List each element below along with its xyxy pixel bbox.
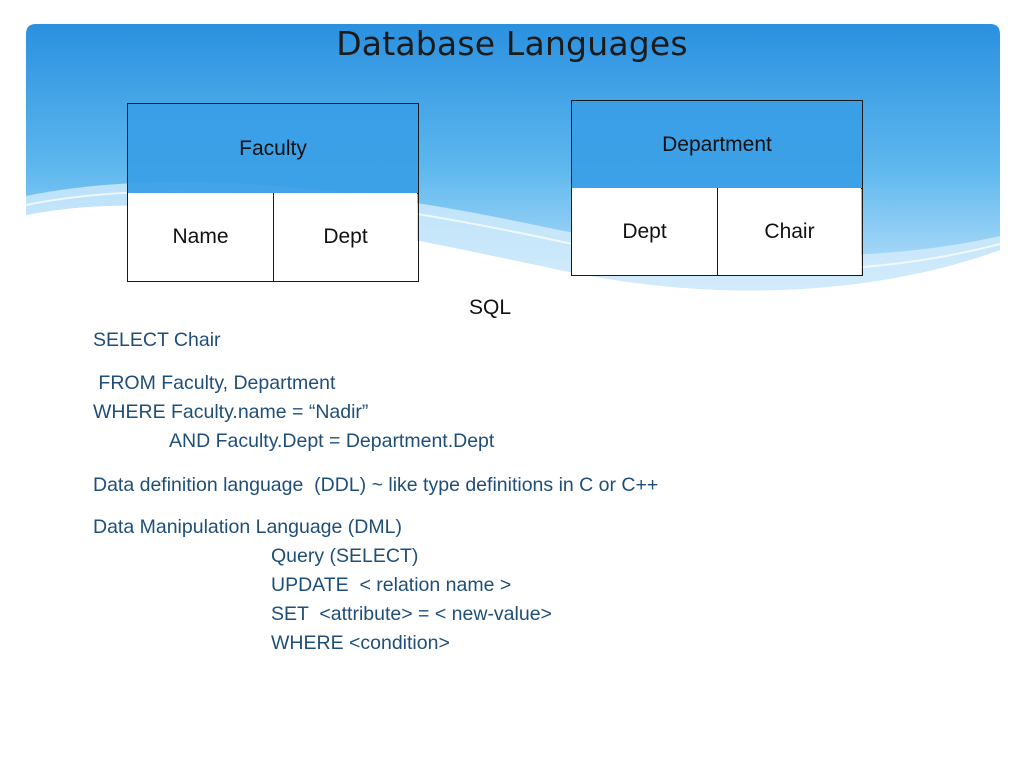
query-where: WHERE Faculty.name = “Nadir” (93, 401, 369, 423)
dml-item-where: WHERE <condition> (271, 632, 450, 654)
query-select: SELECT Chair (93, 329, 221, 351)
faculty-table-header: Faculty (128, 104, 418, 194)
faculty-column-dept: Dept (274, 193, 417, 281)
faculty-column-name: Name (128, 193, 274, 281)
ddl-description: Data definition language (DDL) ~ like ty… (93, 474, 659, 496)
query-from: FROM Faculty, Department (93, 372, 336, 394)
dml-heading: Data Manipulation Language (DML) (93, 516, 402, 538)
dml-item-query: Query (SELECT) (271, 545, 419, 567)
department-table: Department Dept Chair (571, 100, 863, 276)
department-column-dept: Dept (572, 188, 718, 275)
dml-item-update: UPDATE < relation name > (271, 574, 512, 596)
department-column-chair: Chair (718, 188, 861, 275)
department-table-header: Department (572, 101, 862, 189)
sql-label: SQL (469, 296, 512, 319)
slide-title: Database Languages (336, 24, 688, 63)
dml-item-set: SET <attribute> = < new-value> (271, 603, 552, 625)
faculty-table: Faculty Name Dept (127, 103, 419, 282)
query-and: AND Faculty.Dept = Department.Dept (169, 430, 495, 452)
